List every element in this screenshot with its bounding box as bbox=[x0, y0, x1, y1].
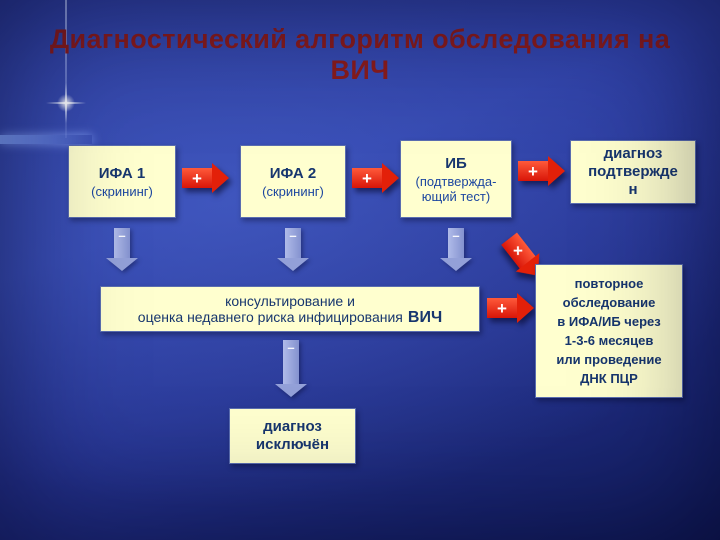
box-repeat-line6: ДНК ПЦР bbox=[580, 371, 638, 386]
minus-label: – bbox=[287, 340, 295, 355]
box-counseling-line1: консультирование и bbox=[225, 292, 355, 309]
box-diagnosis-excluded: диагноз исключён bbox=[229, 408, 356, 464]
box-excluded-line1: диагноз bbox=[263, 418, 322, 435]
arrow-shaft: – bbox=[285, 228, 301, 258]
arrow-head bbox=[212, 163, 229, 193]
minus-label: – bbox=[452, 228, 460, 243]
box-repeat-line2: обследование bbox=[562, 295, 656, 310]
box-ifa1-title: ИФА 1 bbox=[98, 164, 146, 182]
arrow-head bbox=[277, 258, 309, 271]
box-ifa2-screening: ИФА 2 (скрининг) bbox=[240, 145, 346, 218]
box-diagnosis-confirmed: диагноз подтвержде н bbox=[570, 140, 696, 204]
arrow-head bbox=[106, 258, 138, 271]
arrow-plus-counseling-to-repeat: + bbox=[487, 293, 534, 323]
sparkle-glow bbox=[57, 94, 75, 112]
box-excluded-line2: исключён bbox=[255, 436, 330, 453]
box-repeat-line3: в ИФА/ИБ через bbox=[557, 314, 661, 329]
arrow-minus-ifa1-down: – bbox=[106, 228, 138, 271]
arrow-shaft: – bbox=[114, 228, 130, 258]
box-ib-title: ИБ bbox=[445, 154, 467, 172]
plus-label: + bbox=[497, 298, 507, 318]
arrow-head bbox=[517, 293, 534, 323]
box-counseling-risk-assessment: консультирование и оценка недавнего риск… bbox=[100, 286, 480, 332]
box-ifa1-subtitle: (скрининг) bbox=[91, 183, 153, 199]
arrow-plus-ifa1-to-ifa2: + bbox=[182, 163, 229, 193]
vertical-line-decoration bbox=[65, 0, 67, 138]
box-ifa1-screening: ИФА 1 (скрининг) bbox=[68, 145, 176, 218]
arrow-shaft: – bbox=[448, 228, 464, 258]
box-confirmed-line2: подтвержде bbox=[588, 163, 678, 180]
title-line2: ВИЧ bbox=[330, 55, 390, 85]
box-repeat-testing: повторное обследование в ИФА/ИБ через 1-… bbox=[535, 264, 683, 398]
box-confirmed-line3: н bbox=[628, 181, 638, 198]
box-repeat-line1: повторное bbox=[574, 276, 644, 291]
arrow-minus-counseling-down: – bbox=[275, 340, 307, 397]
arrow-shaft: + bbox=[518, 161, 548, 181]
box-ib-subtitle-line1: (подтвержда- bbox=[415, 173, 497, 189]
box-ifa2-title: ИФА 2 bbox=[269, 164, 317, 182]
arrow-head bbox=[275, 384, 307, 397]
plus-label: + bbox=[528, 161, 538, 181]
arrow-plus-ifa2-to-ib: + bbox=[352, 163, 399, 193]
plus-label: + bbox=[192, 168, 202, 188]
title-line1: Диагностический алгоритм обследования на bbox=[49, 24, 671, 54]
box-repeat-line5: или проведение bbox=[556, 352, 662, 367]
box-ib-confirmatory-test: ИБ (подтвержда- ющий тест) bbox=[400, 140, 512, 218]
arrow-plus-ib-to-confirmed: + bbox=[518, 156, 565, 186]
arrow-shaft: + bbox=[182, 168, 212, 188]
box-repeat-line4: 1-3-6 месяцев bbox=[564, 333, 654, 348]
arrow-minus-ib-down: – bbox=[440, 228, 472, 271]
sparkle-decoration bbox=[46, 83, 86, 123]
arrow-shaft: + bbox=[487, 298, 517, 318]
arrow-head bbox=[548, 156, 565, 186]
slide-title: Диагностический алгоритм обследования на… bbox=[0, 24, 720, 86]
box-ifa2-subtitle: (скрининг) bbox=[262, 183, 324, 199]
arrow-shaft: – bbox=[283, 340, 299, 384]
arrow-head bbox=[382, 163, 399, 193]
box-confirmed-line1: диагноз bbox=[603, 145, 663, 162]
horizontal-beam-decoration bbox=[0, 135, 92, 144]
arrow-head bbox=[440, 258, 472, 271]
minus-label: – bbox=[289, 228, 297, 243]
box-counseling-hiv-bold: ВИЧ bbox=[407, 308, 443, 326]
plus-label: + bbox=[362, 168, 372, 188]
minus-label: – bbox=[118, 228, 126, 243]
box-counseling-line2: оценка недавнего риска инфицирования bbox=[137, 308, 403, 325]
arrow-shaft: + bbox=[352, 168, 382, 188]
plus-label: + bbox=[513, 241, 524, 261]
box-ib-subtitle-line2: ющий тест) bbox=[421, 188, 491, 204]
arrow-minus-ifa2-down: – bbox=[277, 228, 309, 271]
